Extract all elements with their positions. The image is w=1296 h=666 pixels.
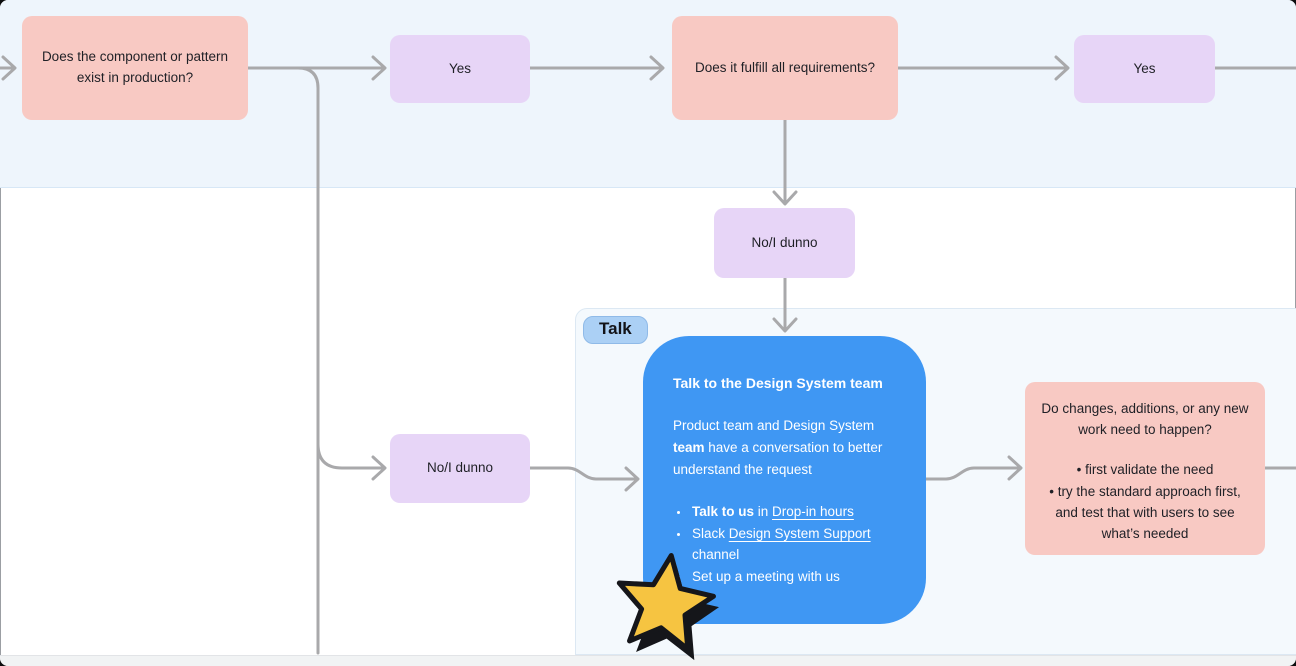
node-yes-left[interactable]: Yes	[390, 35, 530, 103]
section-label-talk[interactable]: Talk	[583, 316, 648, 344]
star-icon	[616, 553, 720, 661]
design-system-support-link[interactable]: Design System Support	[728, 525, 871, 541]
node-label: Does the component or pattern exist in p…	[41, 49, 229, 85]
node-label: Yes	[448, 60, 472, 76]
node-no-dunno-left[interactable]: No/I dunno	[390, 434, 530, 503]
node-decision-changes[interactable]: Do changes, additions, or any new work n…	[1025, 382, 1265, 555]
node-label: Yes	[1133, 60, 1156, 76]
node-question-fulfill[interactable]: Does it fulfill all requirements?	[672, 16, 898, 120]
arrowhead-into-no-dunno-top	[772, 190, 798, 206]
node-label: No/I dunno	[426, 460, 494, 476]
node-no-dunno-top[interactable]: No/I dunno	[714, 208, 855, 278]
canvas-bottom-strip	[0, 655, 1296, 666]
node-yes-right[interactable]: Yes	[1074, 35, 1215, 103]
talk-card-bullets: Talk to us in Drop-in hours Slack Design…	[673, 501, 900, 587]
node-label: Does it fulfill all requirements?	[694, 59, 876, 75]
decision-card-bullets: first validate the need try the standard…	[1037, 459, 1253, 544]
connector-branch-to-no-dunno-left	[316, 442, 384, 470]
talk-card-intro: Product team and Design System team have…	[673, 418, 883, 477]
decision-card-bullet-2: try the standard approach first, and tes…	[1037, 481, 1253, 545]
decision-card-title: Do changes, additions, or any new work n…	[1041, 401, 1249, 438]
arrowhead-into-no-dunno-left	[371, 455, 387, 481]
talk-card[interactable]: Talk to the Design System team Product t…	[643, 336, 926, 624]
decision-card-bullet-1: first validate the need	[1037, 459, 1253, 480]
talk-card-bullet-3: Set up a meeting with us	[690, 566, 900, 588]
talk-card-bullet-2: Slack Design System Support channel	[690, 523, 900, 566]
talk-card-bullet-1: Talk to us in Drop-in hours	[690, 501, 900, 523]
node-question-exists[interactable]: Does the component or pattern exist in p…	[22, 16, 248, 120]
star-sticker[interactable]	[596, 539, 732, 666]
node-label: No/I dunno	[751, 234, 818, 250]
drop-in-hours-link[interactable]: Drop-in hours	[772, 504, 854, 520]
talk-card-title: Talk to the Design System team	[673, 375, 883, 391]
